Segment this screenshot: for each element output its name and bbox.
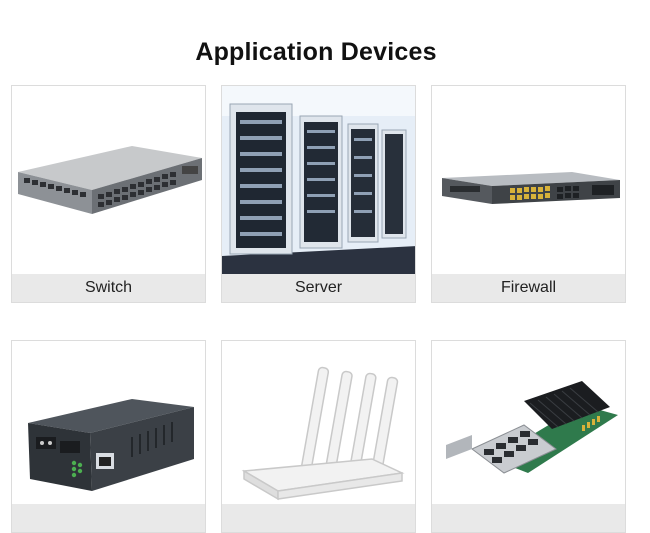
server-rack-icon [222,86,415,274]
device-card-router[interactable] [221,340,416,533]
device-label [222,504,415,532]
device-label: Firewall [432,274,625,302]
device-card-media-converter[interactable] [11,340,206,533]
device-card-switch[interactable]: Switch [11,85,206,303]
media-converter-icon [12,341,205,529]
network-switch-icon [12,86,205,274]
device-card-server[interactable]: Server [221,85,416,303]
device-card-network-card[interactable] [431,340,626,533]
device-label: Server [222,274,415,302]
network-card-icon [432,341,625,529]
device-label: Switch [12,274,205,302]
wifi-router-icon [222,341,415,529]
device-card-firewall[interactable]: Firewall [431,85,626,303]
page-title: Application Devices [195,38,437,66]
device-label [12,504,205,532]
device-label [432,504,625,532]
firewall-appliance-icon [432,86,625,274]
